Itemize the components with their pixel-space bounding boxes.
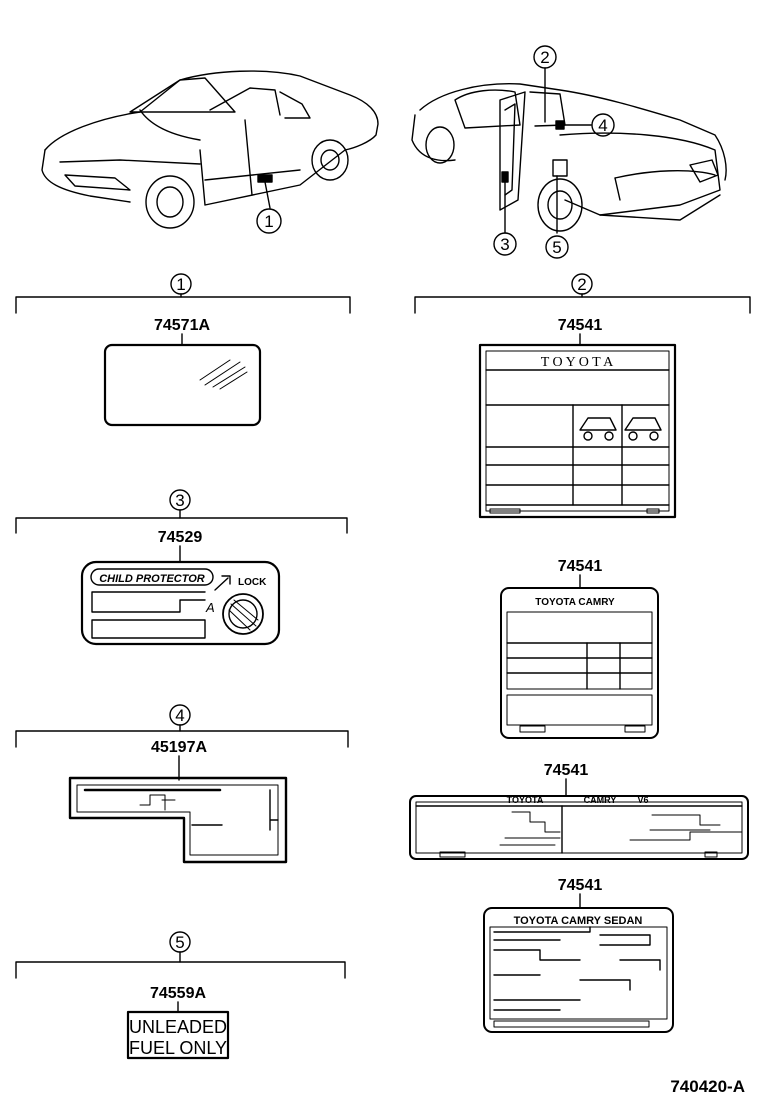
part-number-74541-d: 74541 xyxy=(558,877,603,894)
part-number-45197A: 45197A xyxy=(151,739,207,756)
unleaded-line-2: FUEL ONLY xyxy=(129,1038,227,1058)
part-number-74559A: 74559A xyxy=(150,985,206,1002)
child-protector-mark: A xyxy=(205,600,215,615)
section-2: 2 74541 T O Y O T A 74541 TOYOTA CAMRY xyxy=(409,273,751,1033)
callout-1-car xyxy=(256,208,282,234)
car-front-view: 1 xyxy=(41,70,379,234)
label-74541-tire xyxy=(478,343,677,519)
label-unleaded-fuel xyxy=(126,1010,230,1060)
callout-5-car-text: 5 xyxy=(552,238,561,257)
label-74571A xyxy=(103,343,262,427)
callout-3-car-text: 3 xyxy=(500,235,509,254)
wide-label-engine: V6 xyxy=(637,795,648,805)
sedan-label-title: TOYOTA CAMRY SEDAN xyxy=(514,915,643,927)
part-number-74541-c: 74541 xyxy=(544,762,589,779)
part-number-74541-a: 74541 xyxy=(558,317,603,334)
car-rear-view: 2 4 3 5 xyxy=(411,45,727,259)
child-protector-title: CHILD PROTECTOR xyxy=(99,573,205,585)
section-4: 4 45197A xyxy=(15,704,349,864)
callout-4-car-text: 4 xyxy=(598,116,607,135)
part-number-74529: 74529 xyxy=(158,529,203,546)
section-3: 3 74529 CHILD PROTECTOR A LOCK xyxy=(15,489,348,646)
wide-label-model: CAMRY xyxy=(584,795,617,805)
wide-label-brand: TOYOTA xyxy=(507,795,544,805)
callout-1-car-text: 1 xyxy=(264,212,273,231)
label-74541-wide xyxy=(409,795,749,860)
section-5-callout: 5 xyxy=(175,933,184,952)
callout-2-car-text: 2 xyxy=(540,48,549,67)
label-child-protector xyxy=(80,560,281,646)
part-number-74541-b: 74541 xyxy=(558,558,603,575)
section-2-callout: 2 xyxy=(577,275,586,294)
label-45197A xyxy=(68,776,288,864)
section-1: 1 74571A xyxy=(15,273,351,427)
diagram-code: 740420-A xyxy=(670,1077,745,1096)
label-74541-sedan xyxy=(483,907,674,1033)
section-4-callout: 4 xyxy=(175,706,184,725)
lock-text: LOCK xyxy=(238,577,267,588)
part-number-74571A: 74571A xyxy=(154,317,210,334)
label-74541-camry xyxy=(500,587,659,739)
tire-label-brand: T O Y O T A xyxy=(541,355,614,370)
unleaded-line-1: UNLEADED xyxy=(129,1017,227,1037)
camry-label-title: TOYOTA CAMRY xyxy=(535,597,615,608)
section-5: 5 74559A UNLEADED FUEL ONLY xyxy=(15,931,346,1060)
section-3-callout: 3 xyxy=(175,491,184,510)
section-1-callout: 1 xyxy=(176,275,185,294)
